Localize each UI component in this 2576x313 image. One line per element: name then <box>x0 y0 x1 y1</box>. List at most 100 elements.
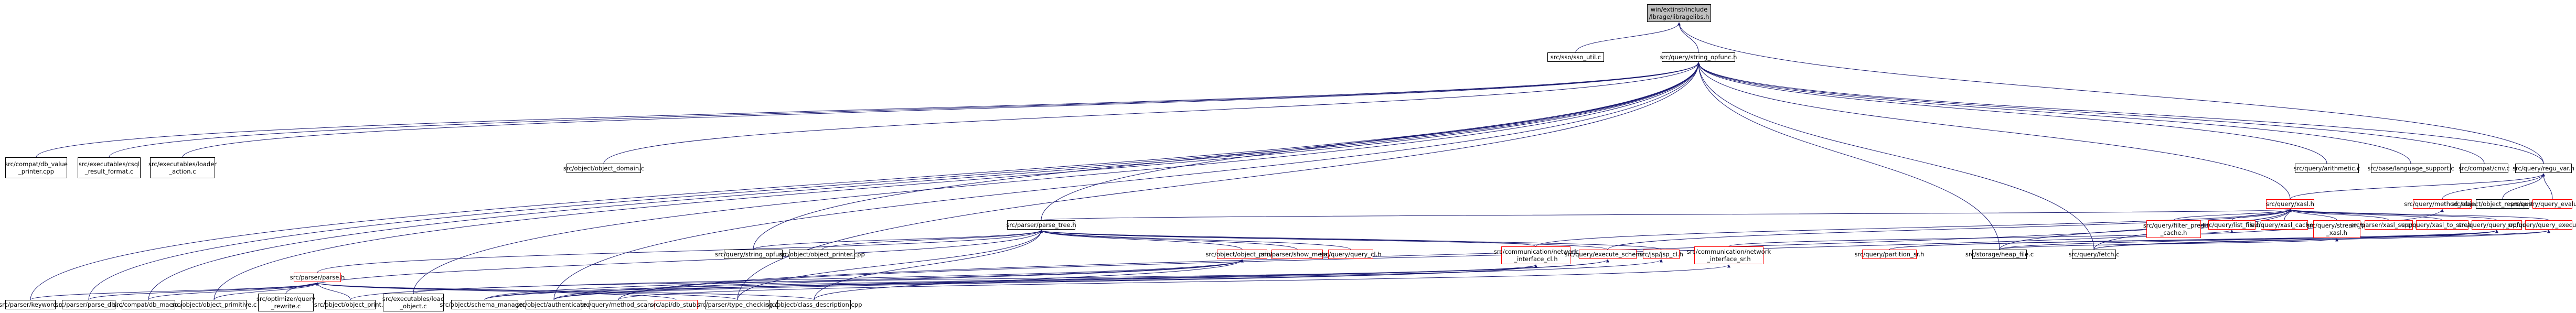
node-parser-parse-h[interactable]: src/parser/parse.h <box>290 273 345 282</box>
node-object-object-printer-cpp[interactable]: src/object/object_printer.cpp <box>779 250 865 259</box>
edge-storage_heap_file_c-to-string_opfunc_h <box>1697 62 2000 250</box>
edge-query_xasl_h-to-string_opfunc_h <box>1697 62 2291 200</box>
node-query-query-executor-h[interactable]: src/query/query_executor.h <box>2507 220 2576 230</box>
edge-parser_parse_dbi_c-to-string_opfunc_h <box>88 62 1700 300</box>
edge-object_class_description_cpp-to-parser_parse_tree_h <box>814 230 1043 300</box>
edge-query_filter_pred_cache_h-to-query_xasl_h <box>2173 209 2292 221</box>
edge-object_object_primitive_c-to-string_opfunc_h <box>213 62 1700 300</box>
edge-compat_db_macro_c-to-parser_parse_h <box>148 282 319 300</box>
edge-executables_csql_result_format-to-string_opfunc_h <box>109 62 1700 158</box>
edge-executables_load_object_c-to-string_opfunc_h <box>413 62 1700 294</box>
node-communication-network-interface-cl-h[interactable]: src/communication/network_interface_cl.h <box>1494 246 1578 264</box>
edge-query_execute_schema_h-to-query_xasl_h <box>1607 209 2292 250</box>
edge-parser_keyword_c-to-string_opfunc_h <box>30 62 1700 300</box>
edge-query_string_opfunc_c-to-string_opfunc_h <box>753 62 1700 250</box>
node-compat-cnv[interactable]: src/compat/cnv.c <box>2459 164 2510 173</box>
node-parser-parse-tree-h[interactable]: src/parser/parse_tree.h <box>1006 220 1076 230</box>
node-query-query-cl-h[interactable]: src/query/query_cl.h <box>1320 250 1382 259</box>
node-query-query-evaluator-h[interactable]: src/query/query_evaluator.h <box>2510 199 2576 209</box>
edge-compat_db_macro_c-to-string_opfunc_h <box>148 62 1700 300</box>
node-executables-load-object-c[interactable]: src/executables/load_object.c <box>382 294 444 311</box>
edge-query_query_cl_h-to-parser_parse_tree_h <box>1040 230 1351 250</box>
edge-parser_parse_h-to-parser_parse_tree_h <box>317 230 1043 273</box>
node-base-language-support[interactable]: src/base/language_support.c <box>2367 164 2454 173</box>
edge-query_regu_var_h-to-root <box>1677 22 2544 164</box>
edge-object_authenticate_c-to-communication_network_interface_cl_h <box>553 264 1537 300</box>
edge-object_object_representation-to-query_regu_var_h <box>2502 173 2545 200</box>
edge-string_opfunc_h-to-root <box>1677 22 1699 53</box>
edge-query_fetch_c-to-query_query_executor_h <box>2093 230 2550 250</box>
node-optimizer-query-rewrite-c[interactable]: src/optimizer/query_rewrite.c <box>256 294 315 311</box>
edge-query_query_evaluator_h-to-query_regu_var_h <box>2542 173 2553 200</box>
edge-parser_parse_dbi_c-to-parser_parse_h <box>88 282 319 300</box>
edge-query_xasl_h-to-query_regu_var_h <box>2290 173 2545 200</box>
edge-object_object_print_c-to-parser_parse_h <box>316 282 351 300</box>
edge-object_schema_manager_c-to-object_object_print_h <box>484 259 1244 300</box>
node-object-class-description-cpp[interactable]: src/object/class_description.cpp <box>766 300 862 309</box>
edge-object_authenticate_c-to-string_opfunc_h <box>553 62 1700 300</box>
node-query-string-opfunc-c[interactable]: src/query/string_opfunc.c <box>715 250 792 259</box>
node-parser-xasl-support-h[interactable]: src/parser/xasl_support.h <box>2350 220 2427 230</box>
node-query-query-opfunc-h[interactable]: src/query/query_opfunc.h <box>2458 220 2536 230</box>
node-parser-show-meta-h[interactable]: src/parser/show_meta.h <box>1261 250 1333 259</box>
node-query-method-scan-h[interactable]: src/query/method_scan.h <box>2404 199 2481 209</box>
node-storage-heap-file-c[interactable]: src/storage/heap_file.c <box>1965 250 2034 259</box>
node-sso-util[interactable]: src/sso/sso_util.c <box>1547 52 1604 62</box>
node-query-arithmetic[interactable]: src/query/arithmetic.c <box>2293 164 2360 173</box>
node-query-method-scan-c[interactable]: src/query/method_scan.c <box>580 300 657 309</box>
edge-parser_keyword_c-to-parser_parse_h <box>30 282 319 300</box>
node-query-partition-sr-h[interactable]: src/query/partition_sr.h <box>1854 250 1925 259</box>
node-query-fetch-c[interactable]: src/query/fetch.c <box>2068 250 2120 259</box>
edge-sso_util-to-root <box>1575 22 1681 53</box>
edge-object_class_description_cpp-to-parser_parse_h <box>316 282 815 300</box>
edge-parser_parse_tree_h-to-query_xasl_h <box>1041 209 2291 221</box>
edge-communication_network_interface_sr_h-to-query_list_file_h <box>1728 230 2233 247</box>
edge-query_xasl_to_stream_h-to-query_xasl_h <box>2289 209 2443 221</box>
node-executables-loader-action[interactable]: src/executables/loader_action.c <box>148 157 217 178</box>
node-api-db-stub-h[interactable]: src/api/db_stub.h <box>650 300 702 309</box>
node-object-object-print-h[interactable]: src/object/object_print.h <box>1205 250 1279 259</box>
node-object-schema-manager-c[interactable]: src/object/schema_manager.c <box>440 300 530 309</box>
edge-query_regu_var_h-to-string_opfunc_h <box>1697 62 2544 164</box>
node-query-stream-to-xasl-h[interactable]: src/query/stream_to_xasl.h <box>2306 220 2367 238</box>
node-compat-db-macro-c[interactable]: src/compat/db_macro.c <box>113 300 184 309</box>
edge-query_method_scan_c-to-query_xasl_h <box>618 209 2292 300</box>
node-query-execute-schema-h[interactable]: src/query/execute_schema.h <box>1564 250 1651 259</box>
edge-object_object_printer_cpp-to-parser_parse_tree_h <box>821 230 1043 250</box>
node-parser-keyword-c[interactable]: src/parser/keyword.c <box>0 300 62 309</box>
node-query-list-file-h[interactable]: src/query/list_file.h <box>2203 220 2261 230</box>
edge-object_object_primitive_c-to-parser_parse_h <box>213 282 319 300</box>
edge-jsp_jsp_cl_h-to-parser_parse_tree_h <box>1040 230 1662 250</box>
edge-object_object_print_c-to-object_object_print_h <box>350 259 1244 300</box>
node-executables-csql-result-format[interactable]: src/executables/csql_result_format.c <box>78 157 141 178</box>
edge-query_query_executor_h-to-query_xasl_h <box>2289 209 2549 221</box>
node-compat-db-value-printer[interactable]: src/compat/db_value_printer.cpp <box>5 157 68 178</box>
edge-parser_type_checking_c-to-string_opfunc_h <box>737 62 1700 300</box>
edge-query_query_opfunc_h-to-query_xasl_h <box>2289 209 2497 221</box>
node-object-object-primitive-c[interactable]: src/object/object_primitive.c <box>171 300 257 309</box>
node-query-regu-var-h[interactable]: src/query/regu_var.h <box>2512 164 2575 173</box>
node-root-libragelibs-h: win/extinst/include/lbrage/libragelibs.h <box>1647 4 1711 22</box>
edge-object_object_print_h-to-parser_parse_tree_h <box>1040 230 1243 250</box>
edge-query_fetch_c-to-string_opfunc_h <box>1697 62 2094 250</box>
node-query-xasl-cache-h[interactable]: src/query/xasl_cache.h <box>2250 220 2319 230</box>
edge-object_authenticate_c-to-object_object_print_h <box>553 259 1244 300</box>
edge-storage_heap_file_c-to-query_query_opfunc_h <box>1999 230 2498 250</box>
node-query-filter-pred-cache-h[interactable]: src/query/filter_pred_cache.h <box>2143 220 2204 238</box>
node-object-object-domain[interactable]: src/object/object_domain.c <box>563 164 645 173</box>
edge-communication_network_interface_cl_h-to-query_xasl_h <box>1535 209 2292 247</box>
edge-query_arithmetic-to-string_opfunc_h <box>1697 62 2327 164</box>
edge-parser_show_meta_h-to-parser_parse_tree_h <box>1040 230 1298 250</box>
node-query-xasl-h[interactable]: src/query/xasl.h <box>2266 199 2314 209</box>
node-jsp-jsp-cl-h[interactable]: src/jsp/jsp_cl.h <box>1639 250 1683 259</box>
node-object-object-print-c[interactable]: src/object/object_print.c <box>314 300 387 309</box>
node-parser-parse-dbi-c[interactable]: src/parser/parse_dbi.c <box>55 300 122 309</box>
node-communication-network-interface-sr-h[interactable]: src/communication/network_interface_sr.h <box>1687 246 1771 264</box>
node-string-opfunc-h[interactable]: src/query/string_opfunc.h <box>1660 52 1737 62</box>
node-object-object-representation[interactable]: src/object/object_representation.c <box>2451 199 2554 209</box>
node-object-authenticate-c[interactable]: src/object/authenticate.c <box>516 300 592 309</box>
node-query-xasl-to-stream-h[interactable]: src/query/xasl_to_stream.h <box>2401 220 2483 230</box>
node-parser-type-checking-c[interactable]: src/parser/type_checking.c <box>697 300 778 309</box>
